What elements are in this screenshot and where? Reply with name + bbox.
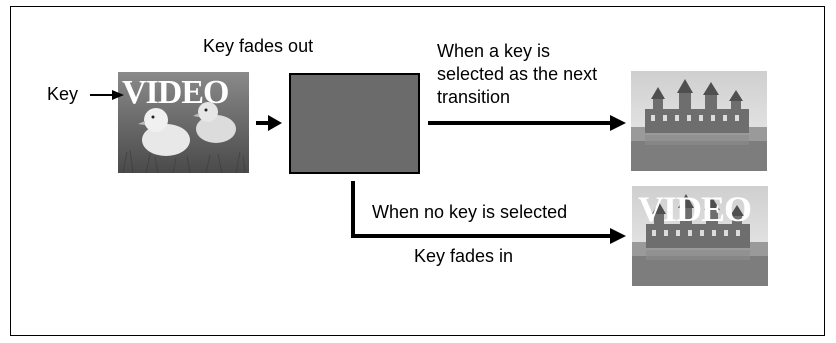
castle-image-no-key (631, 71, 767, 171)
label-key: Key (47, 84, 79, 104)
ducklings-image: VIDEO (118, 72, 249, 173)
arrow-no-key-selected (351, 181, 626, 244)
arrow-to-fade-box (256, 115, 282, 131)
key-pointer-arrow (90, 90, 124, 100)
arrow-key-selected (428, 115, 626, 131)
key-video-text-result: VIDEO (638, 189, 752, 229)
label-when-no-key-selected: When no key is selected (372, 202, 568, 222)
castle-image-with-key: VIDEO (632, 186, 768, 286)
label-when-key-selected: When a key is selected as the next trans… (437, 41, 598, 107)
label-key-fades-in: Key fades in (414, 246, 514, 266)
diagram-frame (10, 6, 825, 336)
label-key-fades-out: Key fades out (203, 36, 314, 56)
key-video-text: VIDEO (122, 74, 229, 111)
fade-box (289, 73, 420, 174)
